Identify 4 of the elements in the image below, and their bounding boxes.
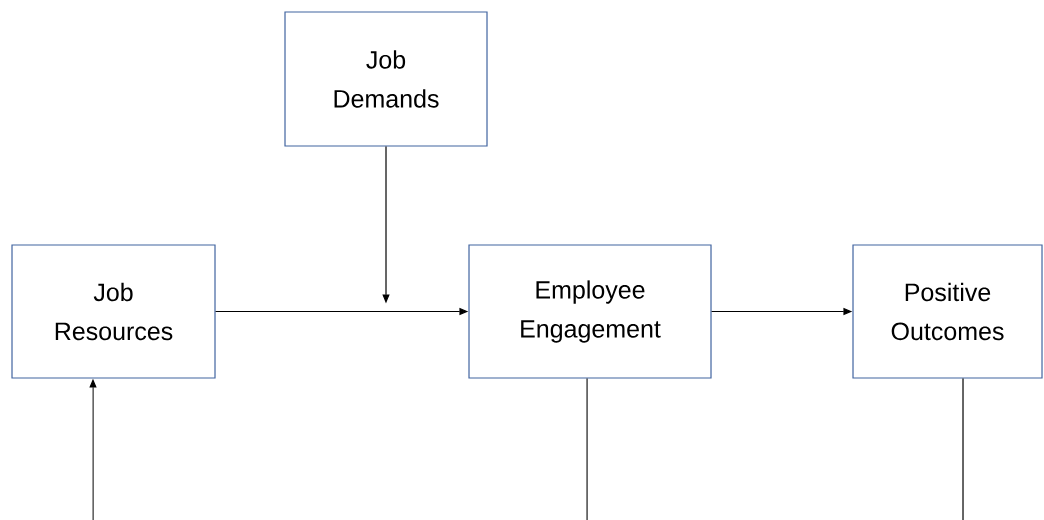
process-box: Positive Outcomes [852,244,1043,379]
process-box: Job Demands [284,11,488,147]
process-box: Job Resources [11,244,216,379]
process-box: Employee Engagement [468,244,712,379]
